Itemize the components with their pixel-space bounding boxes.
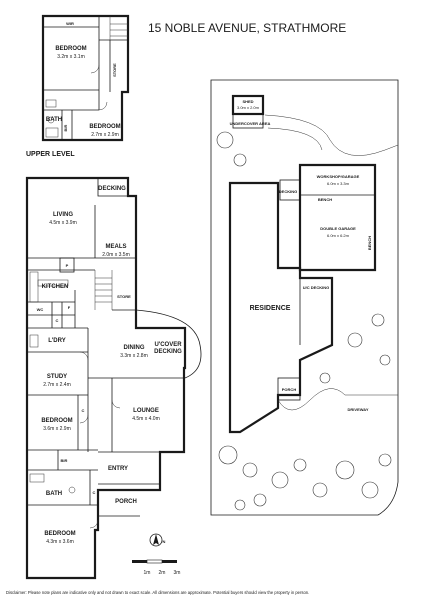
lounge-dims: 4.5m x 4.0m — [132, 416, 160, 422]
compass: N — [149, 533, 166, 547]
study-name: STUDY — [47, 374, 67, 380]
property-title: 15 NOBLE AVENUE, STRATHMORE — [148, 21, 346, 35]
wir-label: WIR — [66, 21, 74, 26]
c-mark-3: C — [93, 490, 96, 495]
upper-level-plan: WIR BEDROOM 3.2m x 3.1m BEDROOM 2.7m x 2… — [26, 14, 130, 158]
upper-bedroom1-name: BEDROOM — [55, 46, 86, 52]
scale-bar: 1m 2m 3m — [132, 559, 181, 576]
upper-bedroom1-dims: 3.2m x 3.1m — [57, 54, 85, 60]
undercover-label: UNDERCOVER AREA — [230, 121, 271, 126]
upper-bath-label: BATH — [46, 117, 62, 123]
workshop-name: WORKSHOP/GARAGE — [317, 174, 360, 179]
bench1-label: BENCH — [318, 197, 332, 202]
bedroom2-name: BEDROOM — [41, 418, 72, 424]
bedroom3-name: BEDROOM — [44, 531, 75, 537]
meals-name: MEALS — [106, 244, 127, 250]
pantry-mark: P — [66, 263, 69, 268]
site-plan: SHED 3.0m x 2.0m UNDERCOVER AREA WORKSHO… — [210, 79, 399, 516]
upper-bedroom2-dims: 2.7m x 2.9m — [91, 132, 119, 138]
ground-level-plan: DECKING LIVING 4.5m x 3.9m MEALS 2.0m x … — [25, 176, 202, 580]
dining-name: DINING — [124, 345, 145, 351]
scale-2m: 2m — [159, 570, 166, 576]
disclaimer-text: Disclaimer: Please note plans are indica… — [6, 590, 309, 595]
meals-dims: 2.0m x 3.5m — [102, 252, 130, 258]
upper-bir-label: BIR — [63, 124, 68, 131]
ground-bir-label: BIR — [61, 458, 68, 463]
uc-decking-label: U/C DECKING — [303, 285, 329, 290]
shed-dims: 3.0m x 2.0m — [237, 105, 260, 110]
lounge-name: LOUNGE — [133, 408, 159, 414]
living-name: LIVING — [53, 212, 73, 218]
driveway-label: DRIVEWAY — [348, 407, 369, 412]
upper-bedroom2-name: BEDROOM — [89, 124, 120, 130]
upper-level-label: UPPER LEVEL — [26, 151, 75, 158]
garage-name: DOUBLE GARAGE — [320, 226, 356, 231]
kitchen-label: KITCHEN — [42, 284, 69, 290]
dining-dims: 3.3m x 2.8m — [120, 353, 148, 359]
c-mark-1: C — [56, 318, 59, 323]
compass-n-label: N — [163, 539, 166, 544]
bedroom2-dims: 3.6m x 2.9m — [43, 426, 71, 432]
upper-store-label: STORE — [112, 63, 117, 77]
f-mark: F — [68, 305, 71, 310]
bench2-label: BENCH — [367, 236, 372, 250]
living-dims: 4.5m x 3.9m — [49, 220, 77, 226]
laundry-label: L'DRY — [48, 338, 66, 344]
ground-bath-label: BATH — [46, 491, 62, 497]
scale-1m: 1m — [144, 570, 151, 576]
bedroom3-dims: 4.3m x 3.6m — [46, 539, 74, 545]
decking-label: DECKING — [98, 186, 126, 192]
porch-label: PORCH — [115, 499, 137, 505]
c-mark-2: C — [82, 408, 85, 413]
wc-mark: WC — [37, 307, 44, 312]
study-dims: 2.7m x 2.4m — [43, 382, 71, 388]
ground-store-label: STORE — [117, 294, 131, 299]
garage-dims: 6.0m x 6.2m — [327, 233, 350, 238]
site-porch-label: PORCH — [282, 387, 297, 392]
scale-3m: 3m — [174, 570, 181, 576]
site-trees — [216, 131, 392, 511]
shed-name: SHED — [242, 99, 253, 104]
residence-label: RESIDENCE — [250, 305, 291, 312]
site-decking-label: DECKING — [279, 189, 297, 194]
entry-label: ENTRY — [108, 466, 128, 472]
workshop-dims: 6.0m x 3.3m — [327, 181, 350, 186]
